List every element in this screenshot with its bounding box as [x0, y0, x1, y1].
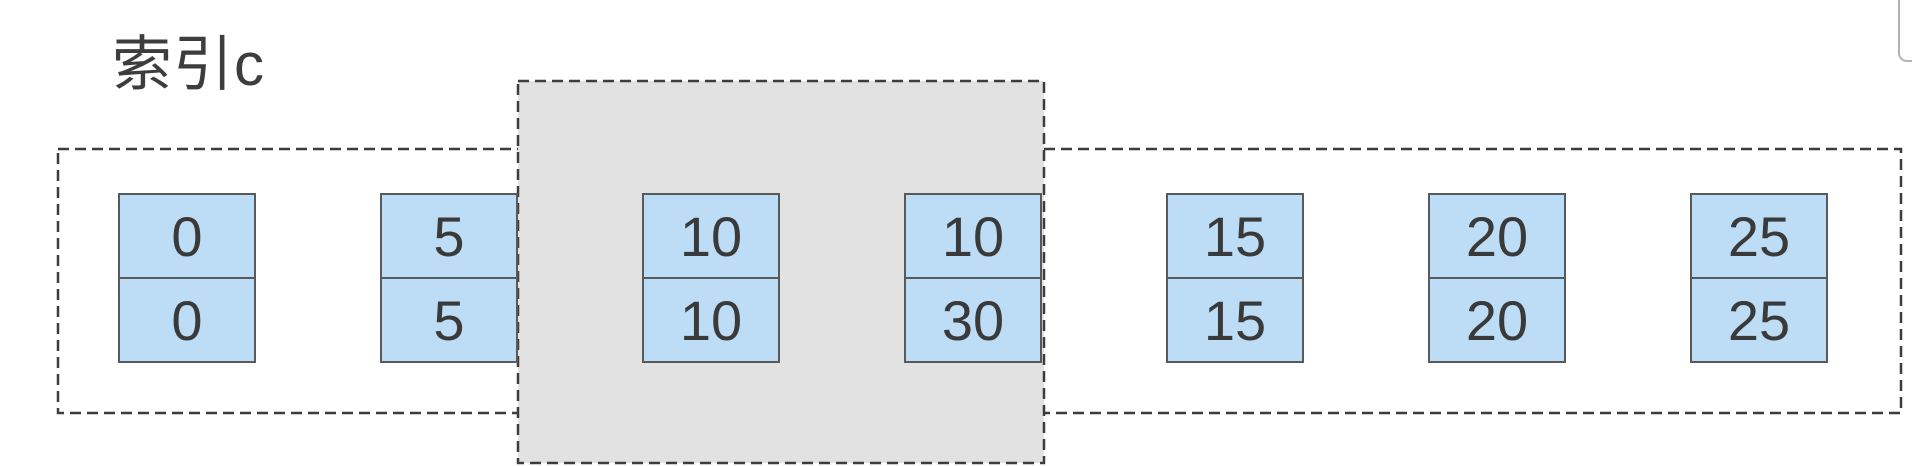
- node-bottom-value: 5: [433, 288, 465, 352]
- node-top-value: 20: [1430, 195, 1564, 279]
- vertical-scrollbar-thumb[interactable]: [1898, 0, 1912, 62]
- node-bottom-value: 30: [941, 288, 1005, 352]
- node-bottom-value: 15: [1203, 288, 1267, 352]
- node-top-value: 10: [906, 195, 1040, 279]
- node-top-value: 15: [1168, 195, 1302, 279]
- node-top-value: 0: [120, 195, 254, 279]
- node-bottom-value: 10: [679, 288, 743, 352]
- node-bottom-value: 25: [1727, 288, 1791, 352]
- page-title: 索引c: [112, 31, 265, 98]
- node-top-value: 10: [644, 195, 778, 279]
- node-top-value: 25: [1692, 195, 1826, 279]
- node-bottom-value: 0: [171, 288, 203, 352]
- node-top-value: 5: [382, 195, 516, 279]
- node-bottom-value: 20: [1465, 288, 1529, 352]
